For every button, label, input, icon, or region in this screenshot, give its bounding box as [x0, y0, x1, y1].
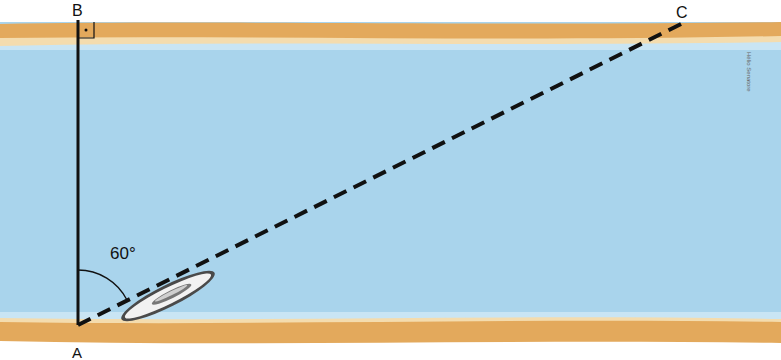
top-bank-edge	[0, 36, 781, 46]
watermark: Hélio Senatore	[746, 52, 752, 92]
angle-label: 60°	[110, 245, 136, 262]
segment-ac	[78, 22, 685, 325]
point-label: B	[72, 3, 83, 19]
right-angle-mark	[78, 22, 94, 38]
right-angle-dot	[85, 29, 88, 32]
river-water	[0, 22, 781, 322]
angle-arc	[78, 270, 127, 300]
point-label: C	[676, 5, 688, 21]
bottom-bank	[0, 321, 781, 343]
point-label: A	[72, 345, 82, 360]
boat	[117, 263, 220, 329]
segment-ab	[77, 20, 80, 325]
